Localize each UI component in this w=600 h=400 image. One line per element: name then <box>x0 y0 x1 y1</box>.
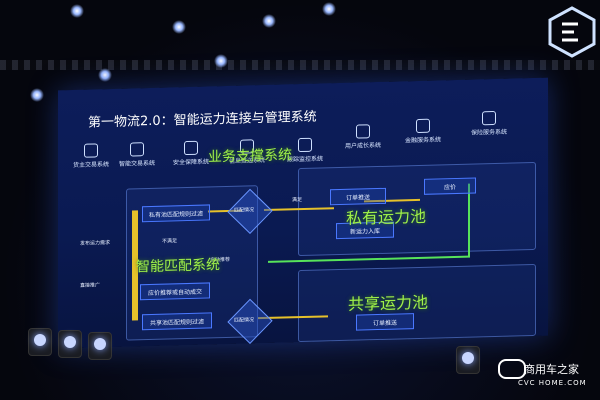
recommend-box: 应价推荐或自动成交 <box>140 282 210 301</box>
business-support-label: 业务支撑系统 <box>208 147 292 166</box>
match-label: 匹配情况 <box>234 207 255 214</box>
nav-item: 货主交易系统 <box>66 143 116 169</box>
nav-item: 金融服务系统 <box>398 118 448 144</box>
nav-label: 智能交易系统 <box>118 159 155 168</box>
watermark-cn: 商用车之家 <box>524 363 579 376</box>
stage-light <box>30 88 44 102</box>
nav-item: 智能交易系统 <box>112 142 162 168</box>
private-filter-box: 私有池匹配规则过滤 <box>142 204 210 223</box>
company-logo <box>548 6 596 58</box>
match-label: 匹配情况 <box>234 317 255 324</box>
truck-icon <box>84 143 98 158</box>
stage-fixture <box>88 332 112 360</box>
globe-icon <box>416 118 430 134</box>
stage-light <box>262 14 276 28</box>
watermark-en: CVC HOME.COM <box>518 379 587 387</box>
stage-light <box>214 54 228 68</box>
nav-label: 安全保障系统 <box>172 158 209 167</box>
shared-filter-box: 共享池匹配规则过滤 <box>142 312 212 331</box>
flow-line <box>268 255 468 263</box>
shield-icon <box>184 140 198 156</box>
umbrella-icon <box>482 110 496 126</box>
stage-light <box>98 68 112 82</box>
nav-item: 用户成长系统 <box>338 124 388 150</box>
private-pool-label: 私有运力池 <box>346 206 427 228</box>
trade-icon <box>130 142 144 157</box>
direct-label: 直接推广 <box>80 282 101 289</box>
nav-label: 货主交易系统 <box>72 161 109 170</box>
stage-fixture <box>58 330 82 358</box>
order-push-box: 订单推送 <box>330 187 386 206</box>
quote-box: 应价 <box>424 177 476 195</box>
nav-item: 保险服务系统 <box>464 110 514 137</box>
watermark-logo-icon <box>498 359 526 379</box>
nav-label: 保险服务系统 <box>470 128 507 137</box>
lighting-truss <box>0 60 600 70</box>
users-icon <box>356 124 370 139</box>
nav-label: 用户成长系统 <box>344 141 381 150</box>
stage-light <box>172 20 186 34</box>
monitor-icon <box>298 137 312 153</box>
stage-light <box>322 2 336 16</box>
nav-label: 金融服务系统 <box>404 136 441 145</box>
satisfy-label: 满足 <box>292 197 303 204</box>
nav-label: 跟踪监控系统 <box>286 155 323 164</box>
stage-fixture <box>28 328 52 356</box>
stage-fixture <box>456 346 480 374</box>
publish-label: 发布运力需求 <box>80 240 111 247</box>
order-push-box: 订单推送 <box>356 313 414 331</box>
slide-title: 第一物流2.0：智能运力连接与管理系统 <box>88 109 317 131</box>
smart-match-label: 智能匹配系统 <box>136 257 220 276</box>
stage-light <box>70 4 84 18</box>
projection-screen: 第一物流2.0：智能运力连接与管理系统 货主交易系统 智能交易系统 安全保障系统… <box>58 77 548 349</box>
flow-line <box>468 183 470 258</box>
not-satisfy-label: 不满足 <box>162 238 178 245</box>
shared-pool-label: 共享运力池 <box>348 292 429 314</box>
